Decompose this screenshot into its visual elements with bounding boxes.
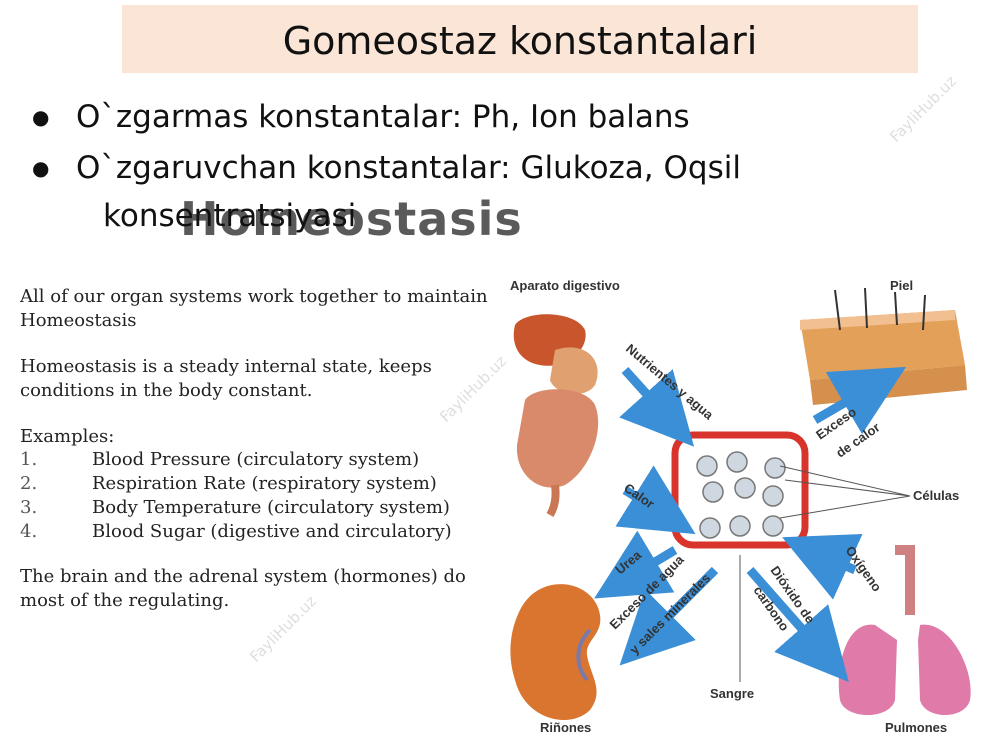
list-item: 3. Body Temperature (circulatory system) [20, 497, 490, 519]
label-cells: Células [913, 488, 959, 503]
list-item: 4. Blood Sugar (digestive and circulatory… [20, 521, 490, 543]
list-number: 4. [20, 521, 38, 542]
kidney-icon [510, 584, 601, 720]
flow-arrows [594, 366, 907, 682]
list-number: 1. [20, 449, 38, 470]
bullet-dot: ● [32, 105, 50, 129]
label-skin: Piel [890, 278, 913, 293]
list-number: 2. [20, 473, 38, 494]
bullet-dot: ● [32, 156, 50, 180]
homeostasis-diagram: Aparato digestivo Piel Células Riñones P… [510, 278, 971, 735]
digestive-system-icon [513, 314, 599, 518]
lungs-icon [838, 545, 971, 715]
cells-box [671, 431, 809, 549]
label-lungs: Pulmones [885, 720, 947, 735]
bullet-text: O`zgaruvchan konstantalar: Glukoza, Oqsi… [76, 150, 741, 186]
label-blood: Sangre [710, 686, 754, 701]
list-text: Blood Sugar (digestive and circulatory) [92, 521, 452, 542]
bullet-list: ● O`zgarmas konstantalar: Ph, Ion balans… [32, 96, 962, 198]
image-heading: Homeostasis [180, 192, 523, 246]
closing-paragraph: The brain and the adrenal system (hormon… [20, 566, 466, 611]
list-item: 2. Respiration Rate (respiratory system) [20, 473, 490, 495]
definition-paragraph: Homeostasis is a steady internal state, … [20, 356, 432, 401]
title-box: Gomeostaz konstantalari [122, 5, 918, 73]
list-item: 1. Blood Pressure (circulatory system) [20, 449, 490, 471]
list-number: 3. [20, 497, 38, 518]
label-kidneys: Riñones [540, 720, 591, 735]
label-digestive: Aparato digestivo [510, 278, 620, 293]
examples-title: Examples: [20, 426, 115, 447]
list-text: Blood Pressure (circulatory system) [92, 449, 420, 470]
bullet-item: ● O`zgaruvchan konstantalar: Glukoza, Oq… [32, 147, 962, 189]
slide-title: Gomeostaz konstantalari [282, 19, 758, 63]
bullet-continuation: konsentratsiyasi [103, 198, 357, 234]
label-water-2: y sales minerales [627, 570, 714, 657]
intro-paragraph: All of our organ systems work together t… [20, 286, 488, 331]
bullet-text: O`zgarmas konstantalar: Ph, Ion balans [76, 99, 690, 135]
bullet-item: ● O`zgarmas konstantalar: Ph, Ion balans [32, 96, 962, 138]
list-text: Body Temperature (circulatory system) [92, 497, 450, 518]
examples-list: 1. Blood Pressure (circulatory system) 2.… [20, 449, 490, 543]
image-text-panel: All of our organ systems work together t… [20, 285, 490, 635]
label-heat: Calor [621, 480, 657, 511]
cells-pointer [779, 465, 911, 519]
list-text: Respiration Rate (respiratory system) [92, 473, 437, 494]
skin-icon [800, 287, 967, 405]
